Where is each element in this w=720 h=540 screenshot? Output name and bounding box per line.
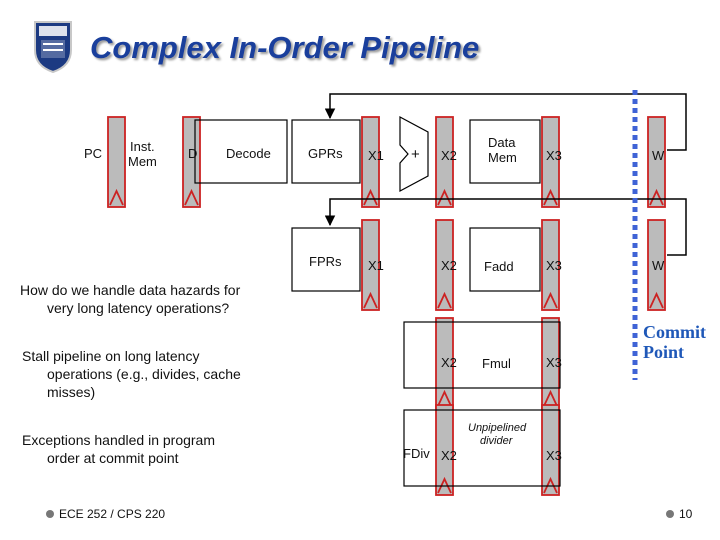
plus-label: +: [411, 146, 420, 163]
x3-fdiv-latch: [541, 404, 560, 496]
fadd-label: Fadd: [484, 259, 514, 274]
x3-fadd-latch: [541, 219, 560, 311]
unpipelined-label-line2: divider: [480, 435, 513, 447]
stall-bullet: Stall pipeline on long latency operation…: [22, 347, 241, 401]
x1-int-label: X1: [368, 148, 384, 163]
footer-page: 10: [666, 507, 692, 521]
inst-mem-label-line2: Mem: [128, 154, 157, 169]
commit-label-line1: Commit: [643, 322, 706, 342]
x1-fp-latch: [361, 219, 380, 311]
x3-int-latch: [541, 116, 560, 208]
data-mem-box: [469, 119, 541, 184]
x1-fp-label: X1: [368, 258, 384, 273]
decode-label: Decode: [226, 146, 271, 161]
fmul-unit-box: [403, 321, 561, 389]
stall-line1: Stall pipeline on long latency: [22, 348, 200, 364]
page-bullet-icon: [666, 510, 674, 518]
data-mem-label-line2: Mem: [488, 150, 517, 165]
hazard-question: How do we handle data hazards for very l…: [20, 281, 240, 317]
fmul-label: Fmul: [482, 356, 511, 371]
w-int-label: W: [652, 148, 665, 163]
question-line2: very long latency operations?: [47, 300, 230, 316]
fprs-label: FPRs: [309, 254, 342, 269]
commit-label-line2: Point: [643, 342, 685, 362]
footer-bullet-icon: [46, 510, 54, 518]
exceptions-line1: Exceptions handled in program: [22, 432, 216, 448]
slide-title: Complex In-Order Pipeline: [90, 30, 480, 65]
fadd-unit-box: [469, 227, 541, 292]
page-number: 10: [679, 507, 693, 521]
w-fp-latch: [647, 219, 666, 311]
fpr-file-box: [291, 227, 361, 292]
pc-latch: [107, 116, 126, 208]
decode-stage-box: [194, 119, 288, 184]
data-mem-label-line1: Data: [488, 135, 516, 150]
d-latch: [182, 116, 201, 208]
footer-course-text: ECE 252 / CPS 220: [59, 507, 166, 521]
x2-int-label: X2: [441, 148, 457, 163]
exceptions-line2: order at commit point: [47, 450, 179, 466]
fdiv-label: FDiv: [403, 446, 430, 461]
x2-fadd-label: X2: [441, 258, 457, 273]
x3-fmul-label: X3: [546, 355, 562, 370]
x2-fadd-latch: [435, 219, 454, 311]
commit-point-label: Commit Point: [643, 322, 706, 362]
stall-line3: misses): [47, 384, 96, 400]
unpipelined-label-line1: Unpipelined: [468, 422, 527, 434]
x2-int-latch: [435, 116, 454, 208]
fpr-writeback-path: [324, 198, 687, 256]
exceptions-bullet: Exceptions handled in program order at c…: [22, 431, 215, 467]
fdiv-unit-box: [403, 409, 561, 487]
x3-fadd-label: X3: [546, 258, 562, 273]
x2-fdiv-label: X2: [441, 448, 457, 463]
x3-int-label: X3: [546, 148, 562, 163]
gprs-label: GPRs: [308, 146, 343, 161]
gpr-writeback-path: [324, 93, 687, 151]
x2-fmul-label: X2: [441, 355, 457, 370]
x1-int-latch: [361, 116, 380, 208]
stall-line2: operations (e.g., divides, cache: [47, 366, 241, 382]
x3-fdiv-label: X3: [546, 448, 562, 463]
footer-course: ECE 252 / CPS 220: [46, 507, 165, 521]
university-shield-logo: [34, 21, 72, 74]
inst-mem-label-line1: Inst.: [130, 139, 155, 154]
question-line1: How do we handle data hazards for: [20, 282, 241, 298]
w-fp-label: W: [652, 258, 665, 273]
x2-fdiv-latch: [435, 404, 454, 496]
gpr-file-box: [291, 119, 361, 184]
w-int-latch: [647, 116, 666, 208]
alu-adder-shape: [399, 115, 429, 193]
pc-label: PC: [84, 146, 103, 161]
d-label: D: [188, 146, 198, 161]
